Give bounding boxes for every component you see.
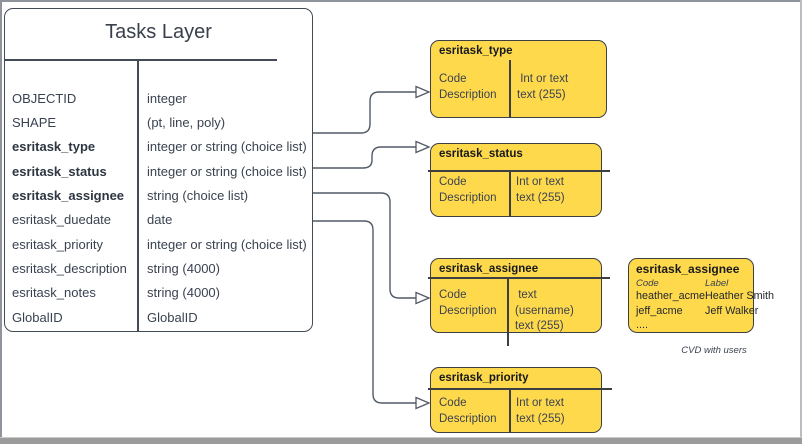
field-name: esritask_description <box>12 261 127 277</box>
cvd-table-esritask-assignee: esritask_assignee Code Label heather_acm… <box>628 258 774 333</box>
field-type: string (4000) <box>147 261 220 277</box>
header-divider <box>428 170 610 172</box>
field-row-esritask-notes: esritask_notes string (4000) <box>5 281 311 305</box>
domain-col-type: Int or text text (255) <box>516 397 565 425</box>
domain-table-title: esritask_type <box>439 45 513 57</box>
cell-divider <box>509 388 511 433</box>
field-name: esritask_status <box>12 163 107 179</box>
header-divider <box>428 388 612 390</box>
field-row-esritask-assignee: esritask_assignee string (choice list) <box>5 183 311 207</box>
field-name: GlobalID <box>12 309 63 325</box>
field-row-esritask-status: esritask_status integer or string (choice… <box>5 159 311 183</box>
bottom-scrollbar-track[interactable] <box>0 437 802 444</box>
domain-col-code: Code Description <box>439 289 497 317</box>
domain-table-title: esritask_assignee <box>439 263 539 275</box>
cell-divider <box>509 170 511 217</box>
cvd-table-title: esritask_assignee <box>636 262 740 276</box>
field-name: esritask_assignee <box>12 188 125 204</box>
field-type: string (4000) <box>147 285 220 301</box>
cvd-code: heather_acme <box>636 290 706 302</box>
field-type: (pt, line, poly) <box>147 115 226 131</box>
field-name: SHAPE <box>12 115 57 131</box>
field-type: date <box>147 212 173 228</box>
field-row-globalid: GlobalID GlobalID <box>5 305 311 329</box>
cvd-row: jeff_acme Jeff Walker <box>629 304 758 319</box>
field-row-shape: SHAPE (pt, line, poly) <box>5 110 311 134</box>
domain-table-title: esritask_status <box>439 148 523 160</box>
connector-esritask-type <box>313 91 416 134</box>
frame-border-top <box>0 0 802 2</box>
cell-divider <box>507 277 509 346</box>
cvd-col-code-header: Code <box>636 278 659 289</box>
domain-table-esritask-type: esritask_type Code Description Int or te… <box>430 40 607 118</box>
domain-col-code: Code Description <box>439 397 497 425</box>
field-type: GlobalID <box>147 309 198 325</box>
cvd-code: jeff_acme <box>636 304 683 317</box>
cell-divider <box>509 60 511 118</box>
domain-col-code: Code Description <box>439 176 497 204</box>
field-row-esritask-type: esritask_type integer or string (choice l… <box>5 135 311 159</box>
domain-col-type: Int or text text (255) <box>517 73 569 101</box>
field-name: esritask_notes <box>12 285 96 301</box>
cvd-code: .... <box>636 319 648 331</box>
cvd-label: Jeff Walker <box>705 304 759 317</box>
field-type: integer or string (choice list) <box>147 236 307 252</box>
cvd-label: Heather Smith <box>705 290 775 302</box>
column-divider <box>137 59 139 331</box>
domain-col-type: text (username) text (255) <box>515 289 574 332</box>
domain-table-title: esritask_priority <box>439 372 529 384</box>
arrowhead-esritask-priority <box>415 396 431 410</box>
field-name: esritask_priority <box>12 236 104 252</box>
arrowhead-esritask-assignee <box>415 291 431 305</box>
arrowhead-esritask-status <box>415 140 431 154</box>
field-row-objectid: OBJECTID integer <box>5 86 311 110</box>
tasks-layer-table: Tasks Layer OBJECTID integer SHAPE (pt, li… <box>4 8 313 332</box>
domain-col-code: Code Description <box>439 73 497 101</box>
cvd-col-label-header: Label <box>705 278 729 289</box>
connector-esritask-status <box>313 146 416 169</box>
field-name: esritask_type <box>12 139 96 155</box>
field-type: string (choice list) <box>147 188 249 204</box>
domain-col-type: Int or text text (255) <box>516 176 565 204</box>
field-type: integer or string (choice list) <box>147 139 307 155</box>
cvd-caption: CVD with users <box>681 345 747 356</box>
field-type: integer or string (choice list) <box>147 163 307 179</box>
cvd-row: .... <box>629 318 753 333</box>
field-name: esritask_duedate <box>12 212 112 228</box>
field-row-esritask-priority: esritask_priority integer or string (choi… <box>5 232 311 256</box>
cvd-rows: heather_acme Heather Smith jeff_acme Jef… <box>629 289 774 333</box>
title-divider <box>4 59 277 61</box>
connector-esritask-priority <box>313 220 416 404</box>
cvd-row: heather_acme Heather Smith <box>629 289 774 304</box>
domain-table-esritask-status: esritask_status Code Description Int or … <box>430 143 602 217</box>
field-type: integer <box>147 90 187 106</box>
domain-table-esritask-priority: esritask_priority Code Description Int o… <box>430 367 602 433</box>
arrowhead-esritask-type <box>415 85 431 99</box>
domain-table-esritask-assignee: esritask_assignee Code Description text … <box>430 258 602 333</box>
header-divider <box>428 277 610 279</box>
connector-esritask-assignee <box>313 192 416 299</box>
field-row-esritask-description: esritask_description string (4000) <box>5 256 311 280</box>
field-row-esritask-duedate: esritask_duedate date <box>5 208 311 232</box>
frame-border-left <box>0 0 2 444</box>
frame-border-right <box>800 0 802 444</box>
tasks-layer-title: Tasks Layer <box>105 21 212 43</box>
field-name: OBJECTID <box>12 90 77 106</box>
tasks-layer-fields: OBJECTID integer SHAPE (pt, line, poly) es… <box>5 86 311 329</box>
